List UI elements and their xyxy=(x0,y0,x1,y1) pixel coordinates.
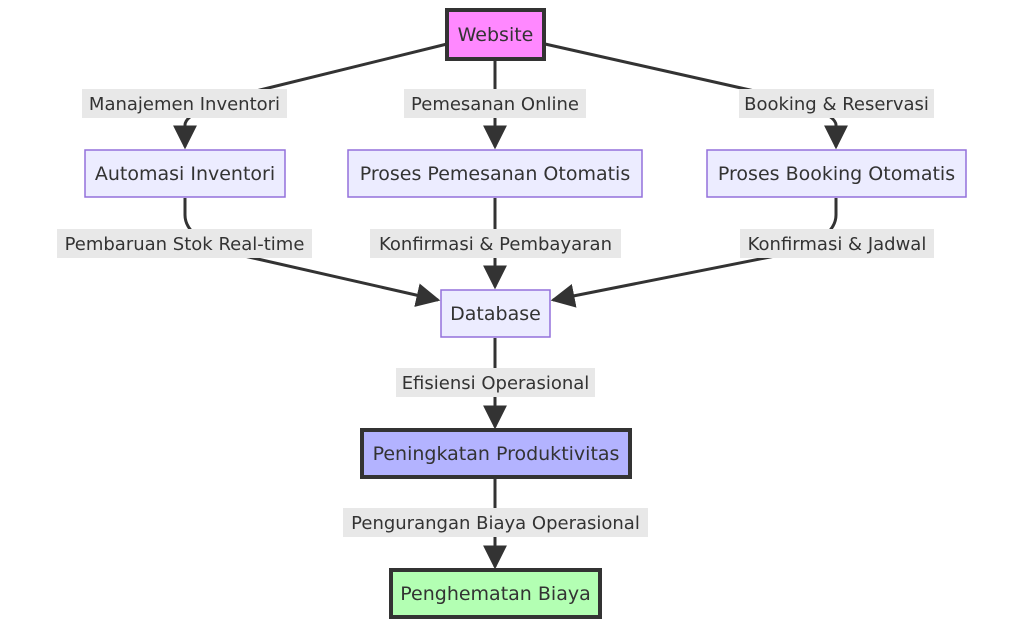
node-database: Database xyxy=(440,289,551,338)
svg-text:Efisiensi Operasional: Efisiensi Operasional xyxy=(402,373,590,394)
svg-text:Konfirmasi & Pembayaran: Konfirmasi & Pembayaran xyxy=(379,234,612,255)
svg-text:Proses Pemesanan Otomatis: Proses Pemesanan Otomatis xyxy=(360,163,630,185)
svg-text:Pemesanan Online: Pemesanan Online xyxy=(411,94,579,115)
node-penghematan-biaya: Penghematan Biaya xyxy=(389,568,602,619)
svg-text:Proses Booking Otomatis: Proses Booking Otomatis xyxy=(718,163,955,185)
edge-label-reservasi: Booking & Reservasi xyxy=(739,89,934,118)
svg-text:Manajemen Inventori: Manajemen Inventori xyxy=(89,94,280,115)
svg-text:Peningkatan Produktivitas: Peningkatan Produktivitas xyxy=(373,443,620,465)
svg-text:Booking & Reservasi: Booking & Reservasi xyxy=(744,94,929,115)
edge-label-online: Pemesanan Online xyxy=(404,89,586,118)
node-automasi-inventori: Automasi Inventori xyxy=(84,149,286,198)
svg-text:Penghematan Biaya: Penghematan Biaya xyxy=(400,583,590,605)
svg-text:Pembaruan Stok Real-time: Pembaruan Stok Real-time xyxy=(65,234,305,255)
svg-text:Database: Database xyxy=(450,303,541,325)
node-proses-booking: Proses Booking Otomatis xyxy=(706,149,967,198)
node-proses-pemesanan: Proses Pemesanan Otomatis xyxy=(347,149,643,198)
edge-label-konfirmasi-bayar: Konfirmasi & Pembayaran xyxy=(370,229,621,258)
edge-label-manajemen: Manajemen Inventori xyxy=(82,89,287,118)
edge-label-pengurangan: Pengurangan Biaya Operasional xyxy=(343,508,648,537)
edge-label-efisiensi: Efisiensi Operasional xyxy=(396,368,595,397)
edge-label-konfirmasi-jadwal: Konfirmasi & Jadwal xyxy=(740,229,934,258)
edge-labels: Manajemen Inventori Pemesanan Online Boo… xyxy=(57,89,934,537)
svg-text:Pengurangan Biaya Operasional: Pengurangan Biaya Operasional xyxy=(351,513,640,534)
svg-text:Website: Website xyxy=(458,24,534,46)
edge-label-stok: Pembaruan Stok Real-time xyxy=(57,229,312,258)
svg-text:Automasi Inventori: Automasi Inventori xyxy=(95,163,275,185)
svg-text:Konfirmasi & Jadwal: Konfirmasi & Jadwal xyxy=(748,234,927,255)
node-website: Website xyxy=(445,8,546,61)
node-peningkatan-produktivitas: Peningkatan Produktivitas xyxy=(360,428,632,479)
